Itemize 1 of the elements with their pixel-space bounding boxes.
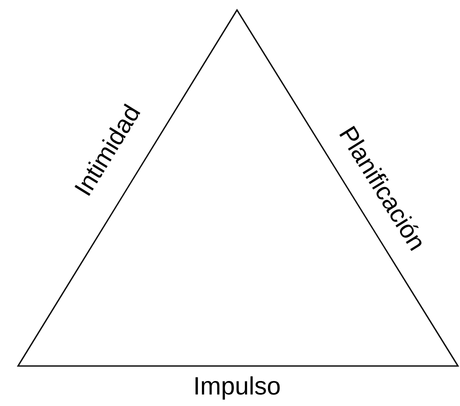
side-label: Impulso — [196, 376, 280, 400]
